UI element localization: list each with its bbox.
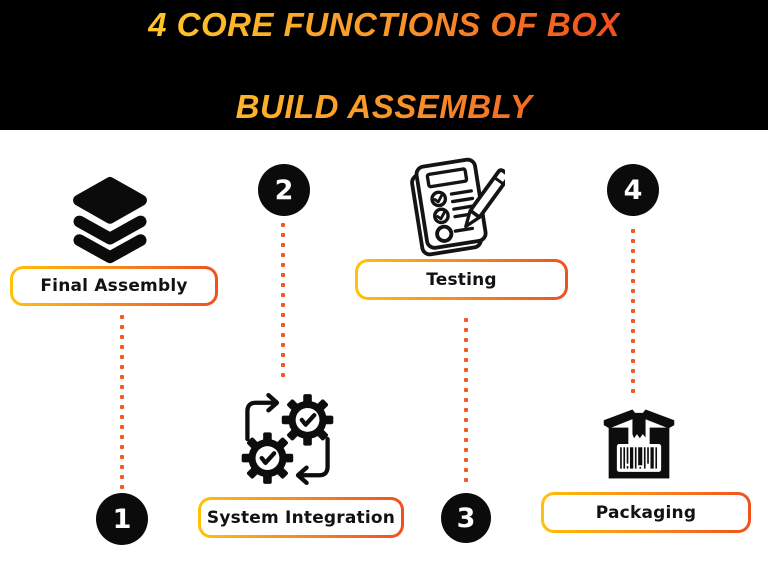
connector-dots-2 — [280, 221, 286, 383]
step-number-text: 1 — [112, 503, 132, 535]
connector-dots-3 — [463, 316, 469, 482]
step-number-badge-3: 3 — [441, 493, 491, 543]
page-title: 4 CORE FUNCTIONS OF BOX BUILD ASSEMBLY — [148, 4, 620, 127]
connector-dots-1 — [119, 313, 125, 489]
gears-sync-icon — [235, 390, 340, 488]
step-number-text: 3 — [456, 502, 476, 534]
step-number-badge-2: 2 — [258, 164, 310, 216]
step-number-text: 2 — [274, 174, 294, 206]
step-label-text: Testing — [426, 269, 497, 290]
connector-dots-4 — [630, 227, 636, 393]
step-label-system-integration: System Integration — [198, 497, 404, 538]
step-number-badge-1: 1 — [96, 493, 148, 545]
step-label-final-assembly: Final Assembly — [10, 266, 218, 306]
step-number-text: 4 — [623, 174, 643, 206]
step-label-packaging: Packaging — [541, 492, 751, 533]
title-line-1: 4 CORE FUNCTIONS OF BOX — [148, 5, 620, 43]
header-banner: 4 CORE FUNCTIONS OF BOX BUILD ASSEMBLY — [0, 0, 768, 130]
checklist-pen-icon — [400, 150, 505, 258]
step-number-badge-4: 4 — [607, 164, 659, 216]
step-label-text: System Integration — [206, 507, 396, 528]
step-label-text: Packaging — [595, 502, 697, 523]
step-label-testing: Testing — [355, 259, 568, 300]
layers-stack-icon — [64, 174, 156, 264]
package-barcode-icon — [598, 403, 680, 485]
title-line-2: BUILD ASSEMBLY — [235, 87, 533, 125]
step-label-text: Final Assembly — [40, 276, 188, 296]
